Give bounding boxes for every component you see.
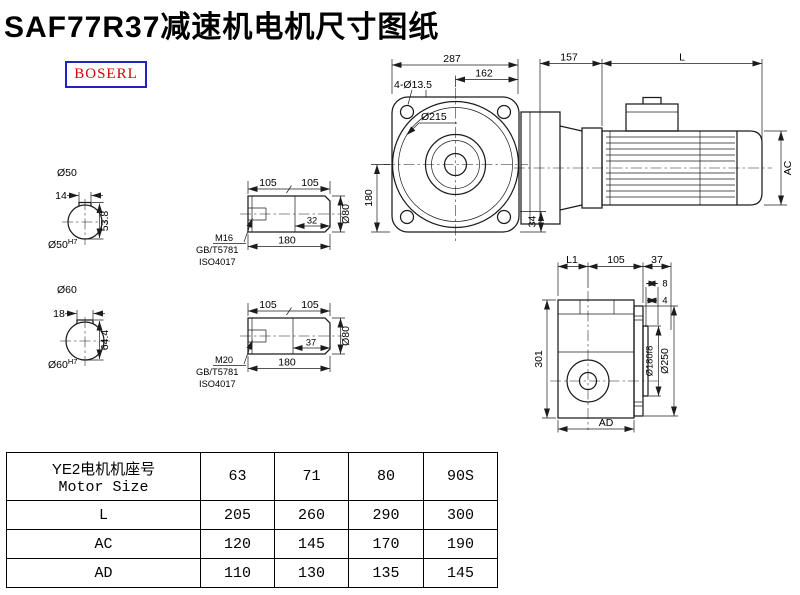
table-header-row: YE2电机机座号 Motor Size 63 71 80 90S bbox=[6, 452, 498, 501]
shaft-m20-detail-view: 105 105 37 180 Ø80 M20 GB/T5781 ISO4017 bbox=[196, 299, 352, 389]
value-AC-80: 170 bbox=[348, 529, 424, 559]
shaft16-dia-dim: Ø80 bbox=[340, 204, 352, 224]
dim-AC-label: AC bbox=[782, 160, 794, 175]
bore60-fit-label: Ø60H7 bbox=[48, 357, 77, 371]
motor-side-view: 157 L AC bbox=[514, 52, 794, 225]
shaft16-seg2-dim: 105 bbox=[301, 177, 319, 189]
dim-d180-label: Ø180f8 bbox=[645, 346, 655, 377]
table-row-L: L 205 260 290 300 bbox=[6, 500, 498, 530]
shaft20-seg2-dim: 105 bbox=[301, 299, 319, 311]
dim-AD-label: AD bbox=[599, 417, 614, 429]
shaft-m16-detail-view: 105 105 32 180 Ø80 M16 GB/T5781 ISO4017 bbox=[196, 177, 352, 267]
bore50-fit-label: Ø50H7 bbox=[48, 237, 77, 251]
dim-4-label: 4 bbox=[662, 296, 667, 306]
value-AD-80: 135 bbox=[348, 558, 424, 588]
shaft20-std-iso-label: ISO4017 bbox=[199, 379, 236, 389]
bore-50-section-view: Ø50 14 53.8 Ø50H7 bbox=[48, 167, 111, 251]
value-AD-63: 110 bbox=[200, 558, 275, 588]
size-column-80: 80 bbox=[348, 452, 424, 501]
motor-size-table: YE2电机机座号 Motor Size 63 71 80 90S L 205 2… bbox=[6, 452, 498, 588]
dim-34-label: 34 bbox=[527, 216, 539, 228]
value-AC-63: 120 bbox=[200, 529, 275, 559]
bolt-holes-label: 4-Ø13.5 bbox=[394, 79, 432, 91]
value-L-80: 290 bbox=[348, 500, 424, 530]
row-label-L: L bbox=[6, 500, 201, 530]
shaft20-keyway-length-dim: 37 bbox=[306, 338, 316, 348]
dim-37-label: 37 bbox=[651, 254, 663, 266]
bore60-dia-label: Ø60 bbox=[57, 284, 77, 296]
shaft20-length-dim: 180 bbox=[278, 357, 296, 369]
bore50-dia-label: Ø50 bbox=[57, 167, 77, 179]
shaft20-thread-label: M20 bbox=[215, 355, 233, 365]
gearbox-front-view: 287 162 4-Ø13.5 Ø215 180 34 bbox=[363, 53, 546, 241]
brand-logo-text: BOSERL bbox=[74, 66, 138, 82]
shaft16-length-dim: 180 bbox=[278, 235, 296, 247]
motor-frame-header-cn: YE2电机机座号 bbox=[51, 460, 156, 478]
dim-L-label: L bbox=[679, 52, 685, 64]
size-column-71: 71 bbox=[274, 452, 349, 501]
bore60-keyway-width-dim: 18 bbox=[53, 308, 65, 320]
bore50-fit-dia: Ø50 bbox=[48, 239, 68, 251]
value-L-63: 205 bbox=[200, 500, 275, 530]
bore50-fit-tolerance: H7 bbox=[68, 237, 78, 246]
shaft16-thread-label: M16 bbox=[215, 233, 233, 243]
bore60-fit-dia: Ø60 bbox=[48, 359, 68, 371]
bore-60-section-view: Ø60 18 64.4 Ø60H7 bbox=[48, 284, 111, 371]
dim-301-label: 301 bbox=[533, 350, 545, 368]
value-L-71: 260 bbox=[274, 500, 349, 530]
bore60-keyway-height-dim: 64.4 bbox=[99, 330, 111, 351]
bore50-keyway-height-dim: 53.8 bbox=[99, 211, 111, 232]
row-label-AD: AD bbox=[6, 558, 201, 588]
dim-180-label: 180 bbox=[363, 189, 375, 207]
dim-L1-label: L1 bbox=[566, 254, 578, 266]
shaft16-std-gb-label: GB/T5781 bbox=[196, 245, 238, 255]
shaft16-keyway-length-dim: 32 bbox=[307, 216, 317, 226]
dim-8-label: 8 bbox=[662, 279, 667, 289]
value-L-90S: 300 bbox=[423, 500, 498, 530]
table-row-AC: AC 120 145 170 190 bbox=[6, 529, 498, 559]
shaft16-seg1-dim: 105 bbox=[259, 177, 277, 189]
bore60-fit-tolerance: H7 bbox=[68, 357, 78, 366]
size-column-90S: 90S bbox=[423, 452, 498, 501]
row-label-AC: AC bbox=[6, 529, 201, 559]
shaft16-std-iso-label: ISO4017 bbox=[199, 257, 236, 267]
shaft20-std-gb-label: GB/T5781 bbox=[196, 367, 238, 377]
dim-157-label: 157 bbox=[560, 52, 578, 64]
flange-dia-label: Ø215 bbox=[421, 111, 447, 123]
value-AD-90S: 145 bbox=[423, 558, 498, 588]
motor-frame-header-en: Motor Size bbox=[58, 478, 149, 496]
shaft20-seg1-dim: 105 bbox=[259, 299, 277, 311]
motor-frame-header-cell: YE2电机机座号 Motor Size bbox=[6, 452, 201, 501]
value-AC-71: 145 bbox=[274, 529, 349, 559]
bore50-keyway-width-dim: 14 bbox=[55, 190, 67, 202]
shaft20-dia-dim: Ø80 bbox=[340, 326, 352, 346]
value-AC-90S: 190 bbox=[423, 529, 498, 559]
table-row-AD: AD 110 130 135 145 bbox=[6, 558, 498, 588]
dim-287-label: 287 bbox=[443, 53, 461, 65]
dim-162-label: 162 bbox=[475, 68, 493, 80]
value-AD-71: 130 bbox=[274, 558, 349, 588]
size-column-63: 63 bbox=[200, 452, 275, 501]
page-title: SAF77R37减速机电机尺寸图纸 bbox=[4, 11, 440, 44]
dim-105-label: 105 bbox=[607, 254, 625, 266]
brand-logo: BOSERL bbox=[65, 61, 147, 88]
output-side-view: L1 105 37 8 4 301 Ø180f8 Ø250 AD bbox=[533, 254, 678, 433]
dim-d250-label: Ø250 bbox=[659, 348, 671, 374]
